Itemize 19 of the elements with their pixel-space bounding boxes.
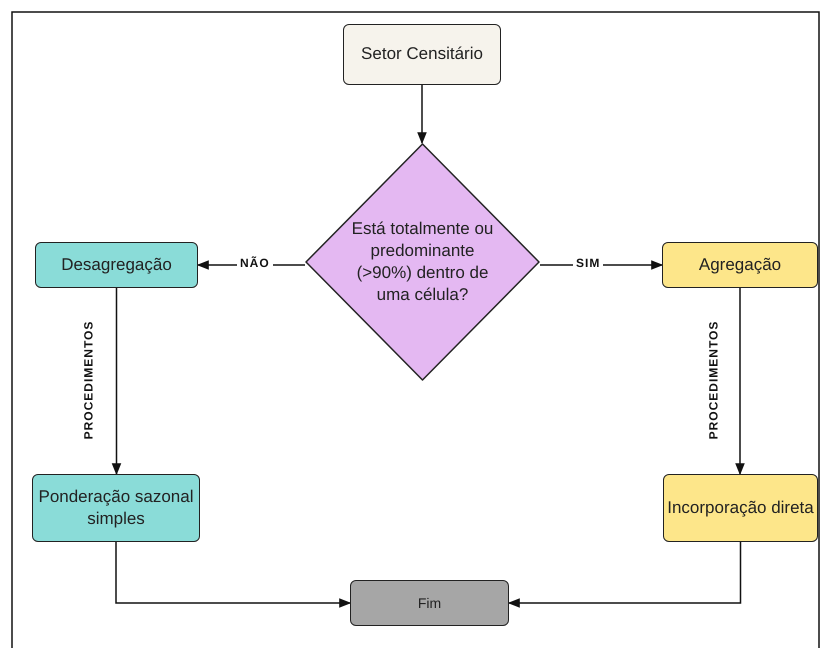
node-text: Setor Censitário: [361, 43, 483, 66]
arrow: [115, 542, 352, 608]
arrow: [112, 288, 122, 476]
arrow: [735, 288, 745, 476]
process-box: [35, 242, 198, 288]
node-text: Ponderação sazonal simples: [37, 486, 194, 530]
node-text: Fim: [418, 594, 442, 612]
arrow: [417, 85, 427, 144]
node-text: Desagregação: [61, 254, 172, 276]
process-box: [663, 474, 818, 542]
node-text: Agregação: [698, 254, 782, 276]
end-box: [350, 580, 509, 626]
node-text: Está totalmente ou predominante (>90%) dentro de uma célula?: [350, 218, 494, 306]
process-box: [662, 242, 818, 288]
process-box: [32, 474, 200, 542]
arrow: [508, 542, 742, 608]
node-text: Incorporação direta: [667, 496, 814, 519]
start-box: [343, 24, 501, 85]
decision-diamond: [305, 143, 540, 381]
